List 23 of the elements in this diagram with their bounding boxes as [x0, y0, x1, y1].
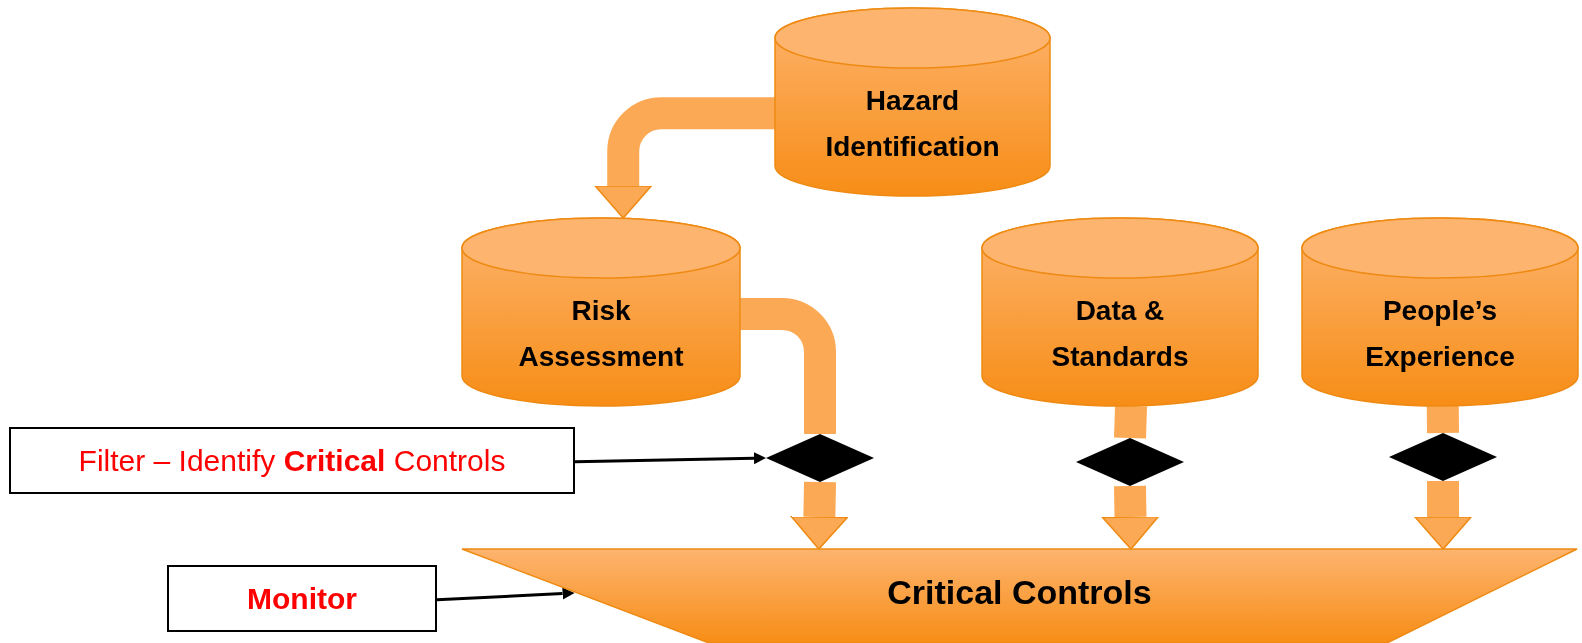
block-arrow — [1101, 485, 1160, 550]
cylinder-node — [1302, 218, 1578, 406]
text-box — [167, 565, 437, 632]
block-arrow — [594, 97, 775, 219]
node-label: Risk Assessment — [517, 294, 685, 374]
funnel-shape — [462, 549, 1577, 643]
node-label: Hazard Identification — [824, 84, 1001, 164]
cylinder-node — [462, 218, 740, 406]
decision-diamond — [1389, 433, 1497, 481]
cylinder-node — [775, 8, 1050, 196]
block-arrow — [1414, 480, 1472, 550]
cylinder-node — [982, 218, 1258, 406]
node-label: Data & Standards — [1050, 294, 1190, 374]
arrow — [436, 587, 575, 602]
node-label: Filter – Identify Critical Controls — [77, 443, 507, 479]
node-label: People’s Experience — [1364, 294, 1516, 374]
block-arrow — [790, 481, 849, 550]
arrow — [574, 452, 766, 465]
node-label: Monitor — [246, 581, 358, 617]
decision-diamond — [766, 434, 874, 482]
text-box — [9, 427, 575, 494]
decision-diamond — [1076, 438, 1184, 486]
node-label: Critical Controls — [886, 573, 1153, 612]
